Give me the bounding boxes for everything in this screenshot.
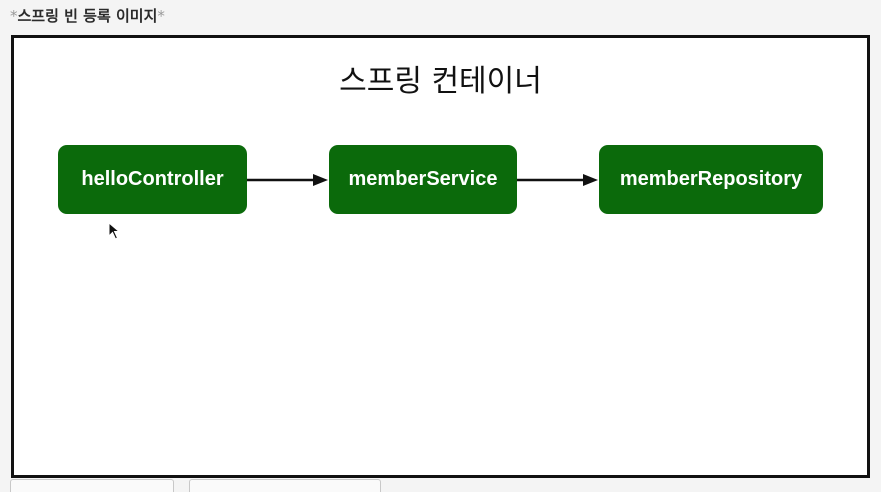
bean-member-repository[interactable]: memberRepository <box>599 145 823 214</box>
heading-star-left: * <box>10 7 18 25</box>
diagram-canvas: 스프링 컨테이너 <box>11 35 870 478</box>
bean-hello-controller[interactable]: helloController <box>58 145 247 214</box>
arrow-service-to-repository <box>517 174 598 186</box>
mouse-pointer-icon <box>108 222 121 240</box>
page-heading: *스프링 빈 등록 이미지* <box>10 5 165 26</box>
arrow-controller-to-service <box>247 174 328 186</box>
container-title: 스프링 컨테이너 <box>339 64 542 99</box>
heading-star-right: * <box>157 7 165 25</box>
heading-text: 스프링 빈 등록 이미지 <box>17 7 158 25</box>
bean-member-service[interactable]: memberService <box>329 145 517 214</box>
